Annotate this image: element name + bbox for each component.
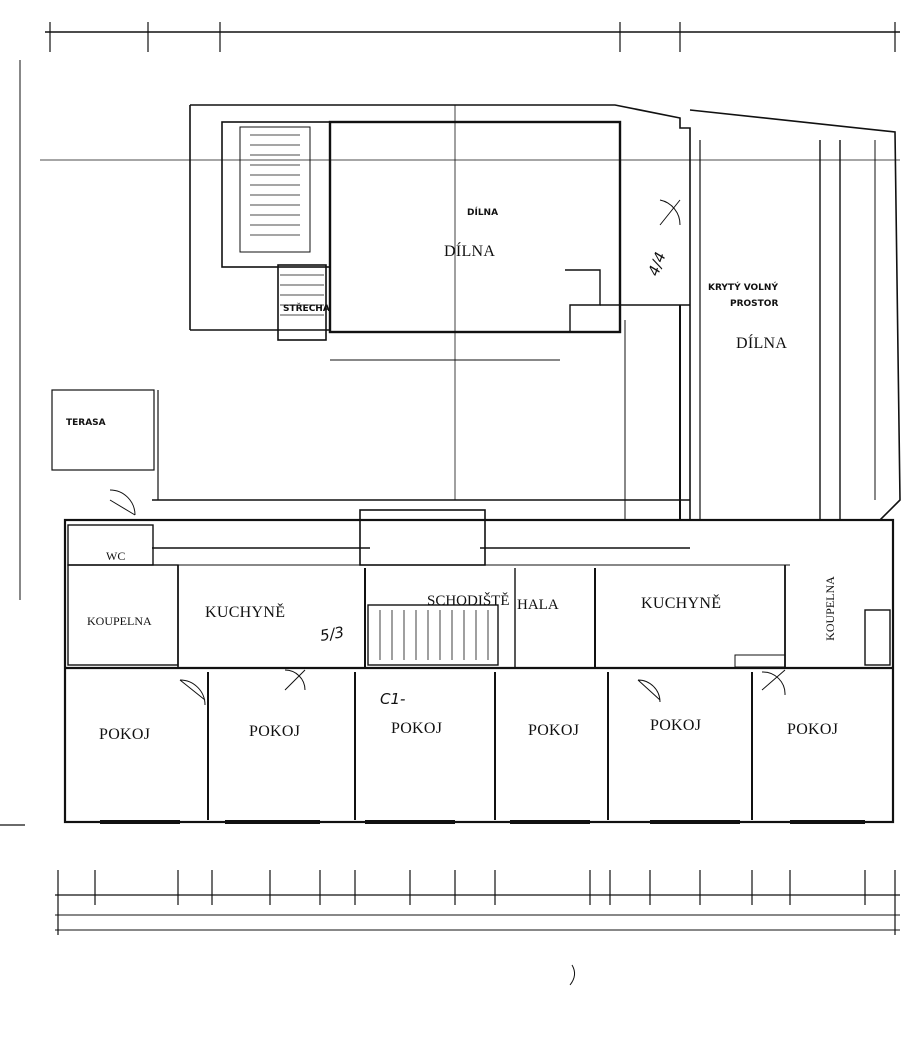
room-label-prostor: PROSTOR <box>730 299 779 309</box>
room-label-koupelna-left: KOUPELNA <box>87 614 152 628</box>
room-label-pokoj-6: POKOJ <box>787 721 839 738</box>
room-label-dilna-right: DÍLNA <box>736 335 788 352</box>
right-outer-wall <box>689 109 901 521</box>
handwritten-note-c: C1- <box>380 690 406 708</box>
room-label-dilna-main: DÍLNA <box>444 243 496 260</box>
dilna-main-room <box>328 120 622 334</box>
stair-tower <box>221 121 331 268</box>
room-label-pokoj-3: POKOJ <box>391 720 443 737</box>
room-label-pokoj-2: POKOJ <box>249 723 301 740</box>
room-label-terasa: TERASA <box>66 418 106 428</box>
stair-flight <box>367 604 499 666</box>
upper-outer-wall <box>190 104 691 521</box>
room-label-hala: HALA <box>517 597 559 613</box>
room-label-pokoj-4: POKOJ <box>528 722 580 739</box>
room-label-pokoj-1: POKOJ <box>99 726 151 743</box>
terasa-area <box>51 389 155 471</box>
room-label-strecha: STŘECHA <box>283 304 330 314</box>
wc-block <box>359 509 486 566</box>
apartment-outline <box>63 518 895 824</box>
room-label-wc-left: WC <box>106 549 126 563</box>
room-label-schodiste: SCHODIŠTĚ <box>427 593 510 609</box>
strecha-stair <box>277 264 327 341</box>
room-label-dilna-small: DÍLNA <box>467 208 499 218</box>
room-label-koupelna-right: KOUPELNA <box>822 576 837 641</box>
room-label-pokoj-5: POKOJ <box>650 717 702 734</box>
room-label-kuchyne-left: KUCHYNĚ <box>205 604 286 621</box>
room-label-kryty: KRYTÝ VOLNÝ <box>708 283 778 293</box>
room-label-kuchyne-right: KUCHYNĚ <box>641 595 722 612</box>
